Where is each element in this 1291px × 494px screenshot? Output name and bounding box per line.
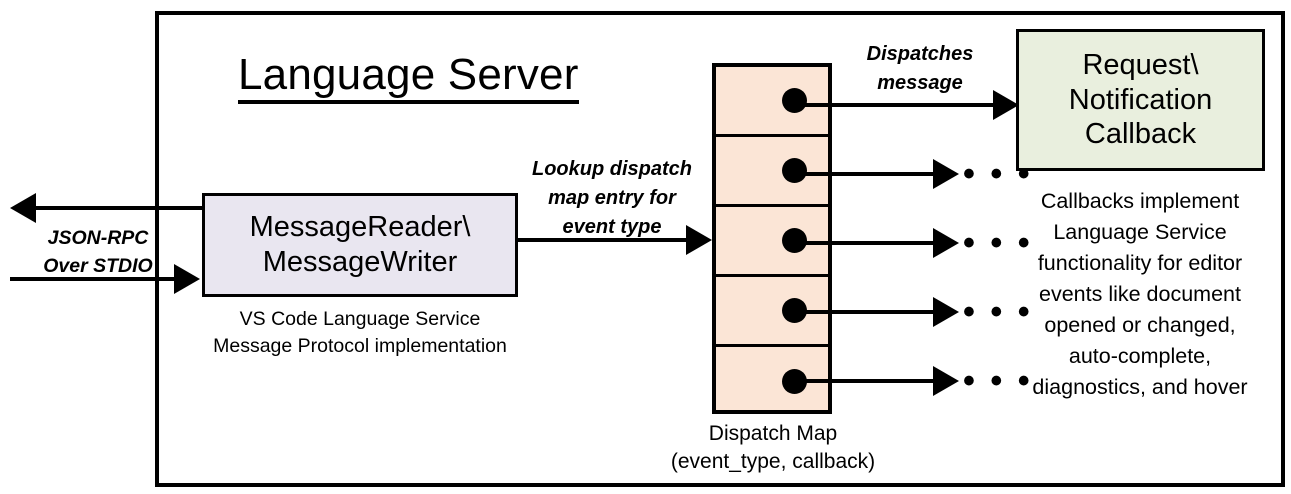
lookup-label-line1: Lookup dispatch bbox=[532, 158, 692, 180]
dispatch-ellipsis-3: • • • bbox=[963, 224, 1033, 262]
message-io-caption-line1: VS Code Language Service bbox=[239, 308, 481, 330]
callback-caption-line7: diagnostics, and hover bbox=[1032, 374, 1248, 399]
callback-caption-line6: auto-complete, bbox=[1068, 343, 1212, 368]
outbound-arrow-shaft bbox=[36, 206, 206, 210]
dispatch-arrow-5-head bbox=[933, 366, 959, 396]
dispatch-arrow-4-head bbox=[933, 297, 959, 327]
page-title: Language Server bbox=[238, 51, 579, 105]
inbound-arrow-shaft bbox=[10, 277, 192, 281]
lookup-arrow-shaft bbox=[518, 238, 694, 242]
lookup-label-line2: map entry for bbox=[548, 187, 676, 209]
dispatch-arrow-1-head bbox=[993, 90, 1019, 120]
lookup-arrow-label: Lookup dispatch map entry for event type bbox=[516, 155, 708, 242]
dispatch-arrow-label: Dispatches message bbox=[836, 40, 1004, 98]
lookup-label-line3: event type bbox=[562, 216, 662, 238]
dispatch-arrow-1-shaft bbox=[788, 103, 1000, 107]
dispatch-arrow-3-shaft bbox=[788, 241, 948, 245]
dispatch-entry-dot-icon bbox=[782, 88, 807, 113]
lookup-arrow-head bbox=[686, 225, 712, 255]
callback-title-line1: Request\ bbox=[1082, 48, 1199, 81]
dispatch-ellipsis-5: • • • bbox=[963, 362, 1033, 400]
dispatch-arrow-4-shaft bbox=[788, 310, 948, 314]
callback-caption-line4: events like document bbox=[1039, 281, 1241, 306]
message-io-caption: VS Code Language Service Message Protoco… bbox=[202, 306, 518, 361]
transport-label-line2: Over STDIO bbox=[43, 255, 153, 278]
message-io-caption-line2: Message Protocol implementation bbox=[213, 335, 507, 358]
request-notification-callback-box[interactable]: Request\ Notification Callback bbox=[1016, 29, 1265, 171]
dispatch-caption-line2: (event_type, callback) bbox=[670, 450, 876, 474]
message-reader-writer-box[interactable]: MessageReader\ MessageWriter bbox=[202, 193, 518, 297]
transport-protocol-label: JSON-RPC Over STDIO bbox=[34, 224, 162, 281]
callback-caption-line3: functionality for editor bbox=[1037, 250, 1243, 275]
arrow-right-inbound-head bbox=[174, 264, 200, 294]
dispatch-label-line2: message bbox=[877, 72, 963, 94]
dispatch-arrow-5-shaft bbox=[788, 379, 948, 383]
language-server-boundary bbox=[155, 11, 1285, 487]
callback-caption: Callbacks implement Language Service fun… bbox=[1006, 186, 1274, 403]
dispatch-map-row[interactable] bbox=[716, 137, 828, 207]
dispatch-map-row[interactable] bbox=[716, 67, 828, 137]
dispatch-map-table[interactable] bbox=[712, 63, 832, 414]
dispatch-entry-dot-icon bbox=[782, 158, 807, 183]
dispatch-arrow-2-head bbox=[933, 159, 959, 189]
dispatch-entry-dot-icon bbox=[782, 228, 807, 253]
callback-caption-line1: Callbacks implement bbox=[1040, 189, 1240, 213]
dispatch-arrow-2-shaft bbox=[788, 172, 948, 176]
callback-title-line2: Notification bbox=[1068, 83, 1213, 116]
dispatch-arrow-3-head bbox=[933, 228, 959, 258]
dispatch-label-line1: Dispatches bbox=[866, 43, 974, 65]
dispatch-map-row[interactable] bbox=[716, 207, 828, 277]
dispatch-caption-line1: Dispatch Map bbox=[708, 422, 838, 445]
dispatch-map-caption: Dispatch Map (event_type, callback) bbox=[648, 420, 898, 477]
callback-caption-line2: Language Service bbox=[1053, 219, 1227, 244]
arrow-left-outbound-head bbox=[10, 193, 36, 223]
callback-title-line3: Callback bbox=[1084, 118, 1197, 151]
callback-caption-line5: opened or changed, bbox=[1044, 312, 1236, 337]
dispatch-ellipsis-4: • • • bbox=[963, 293, 1033, 331]
message-io-title-line2: MessageWriter bbox=[262, 246, 458, 278]
message-io-title-line1: MessageReader\ bbox=[249, 210, 471, 243]
transport-label-line1: JSON-RPC bbox=[47, 227, 149, 249]
